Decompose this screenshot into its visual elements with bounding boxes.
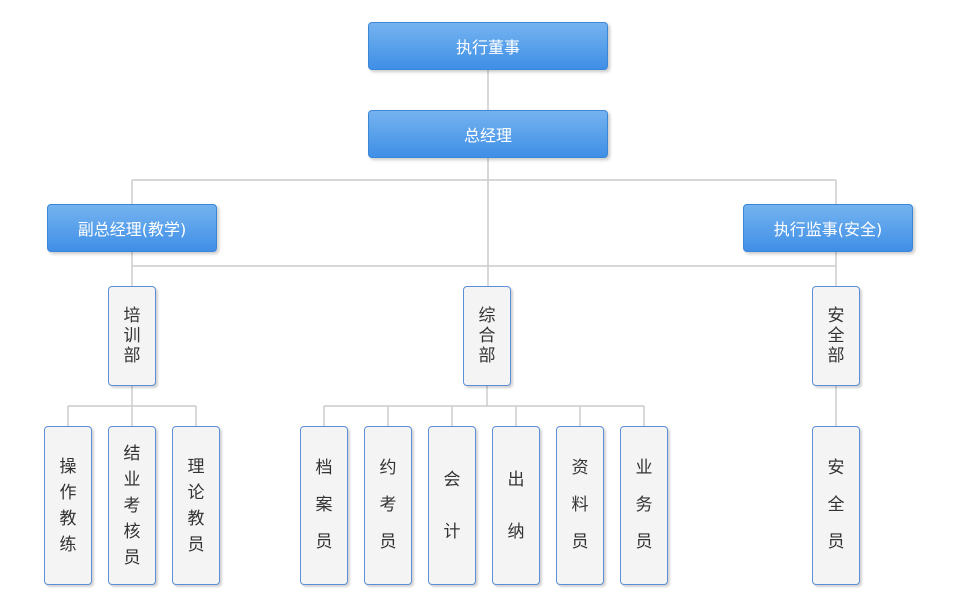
node-safety-department: 安 全 部 xyxy=(812,286,860,386)
node-char: 部 xyxy=(478,346,496,366)
node-comprehensive-department: 综 合 部 xyxy=(463,286,511,386)
node-executive-director: 执行董事 xyxy=(368,22,608,70)
node-general-manager: 总经理 xyxy=(368,110,608,158)
node-char: 员 xyxy=(827,532,845,552)
node-operation-coach: 操 作 教 练 xyxy=(44,426,92,585)
node-char: 考 xyxy=(123,495,141,516)
node-char: 安 xyxy=(827,458,845,478)
node-char: 档 xyxy=(315,458,333,478)
node-char: 部 xyxy=(123,346,141,366)
node-char: 教 xyxy=(187,508,205,529)
node-theory-instructor: 理 论 教 员 xyxy=(172,426,220,585)
node-char: 部 xyxy=(827,346,845,366)
node-char: 全 xyxy=(827,326,845,346)
node-char: 资 xyxy=(571,458,589,478)
node-char: 考 xyxy=(379,495,397,515)
node-char: 业 xyxy=(635,458,653,478)
node-char: 员 xyxy=(315,532,333,552)
node-char: 结 xyxy=(123,443,141,464)
node-char: 操 xyxy=(59,456,77,477)
node-executive-supervisor: 执行监事(安全) xyxy=(743,204,913,252)
node-char: 理 xyxy=(187,456,205,477)
node-archivist: 档 案 员 xyxy=(300,426,348,585)
node-graduation-examiner: 结 业 考 核 员 xyxy=(108,426,156,585)
node-accountant: 会 计 xyxy=(428,426,476,585)
node-char: 练 xyxy=(59,534,77,555)
node-char: 约 xyxy=(379,458,397,478)
node-char: 纳 xyxy=(507,521,525,542)
node-char: 作 xyxy=(59,482,77,503)
node-char: 训 xyxy=(123,326,141,346)
node-char: 案 xyxy=(315,495,333,515)
node-char: 全 xyxy=(827,495,845,515)
node-char: 员 xyxy=(187,534,205,555)
node-char: 合 xyxy=(478,326,496,346)
node-char: 员 xyxy=(123,547,141,568)
node-char: 会 xyxy=(443,469,461,490)
node-char: 论 xyxy=(187,482,205,503)
node-char: 培 xyxy=(123,306,141,326)
node-char: 务 xyxy=(635,495,653,515)
node-char: 教 xyxy=(59,508,77,529)
node-char: 出 xyxy=(507,469,525,490)
node-char: 计 xyxy=(443,521,461,542)
node-char: 业 xyxy=(123,469,141,490)
node-exam-scheduler: 约 考 员 xyxy=(364,426,412,585)
node-safety-officer: 安 全 员 xyxy=(812,426,860,585)
node-char: 料 xyxy=(571,495,589,515)
node-char: 核 xyxy=(123,521,141,542)
node-char: 员 xyxy=(635,532,653,552)
node-business-clerk: 业 务 员 xyxy=(620,426,668,585)
node-training-department: 培 训 部 xyxy=(108,286,156,386)
node-data-clerk: 资 料 员 xyxy=(556,426,604,585)
node-char: 员 xyxy=(379,532,397,552)
node-char: 综 xyxy=(478,306,496,326)
node-cashier: 出 纳 xyxy=(492,426,540,585)
node-char: 员 xyxy=(571,532,589,552)
node-deputy-general-manager: 副总经理(教学) xyxy=(47,204,217,252)
node-char: 安 xyxy=(827,306,845,326)
